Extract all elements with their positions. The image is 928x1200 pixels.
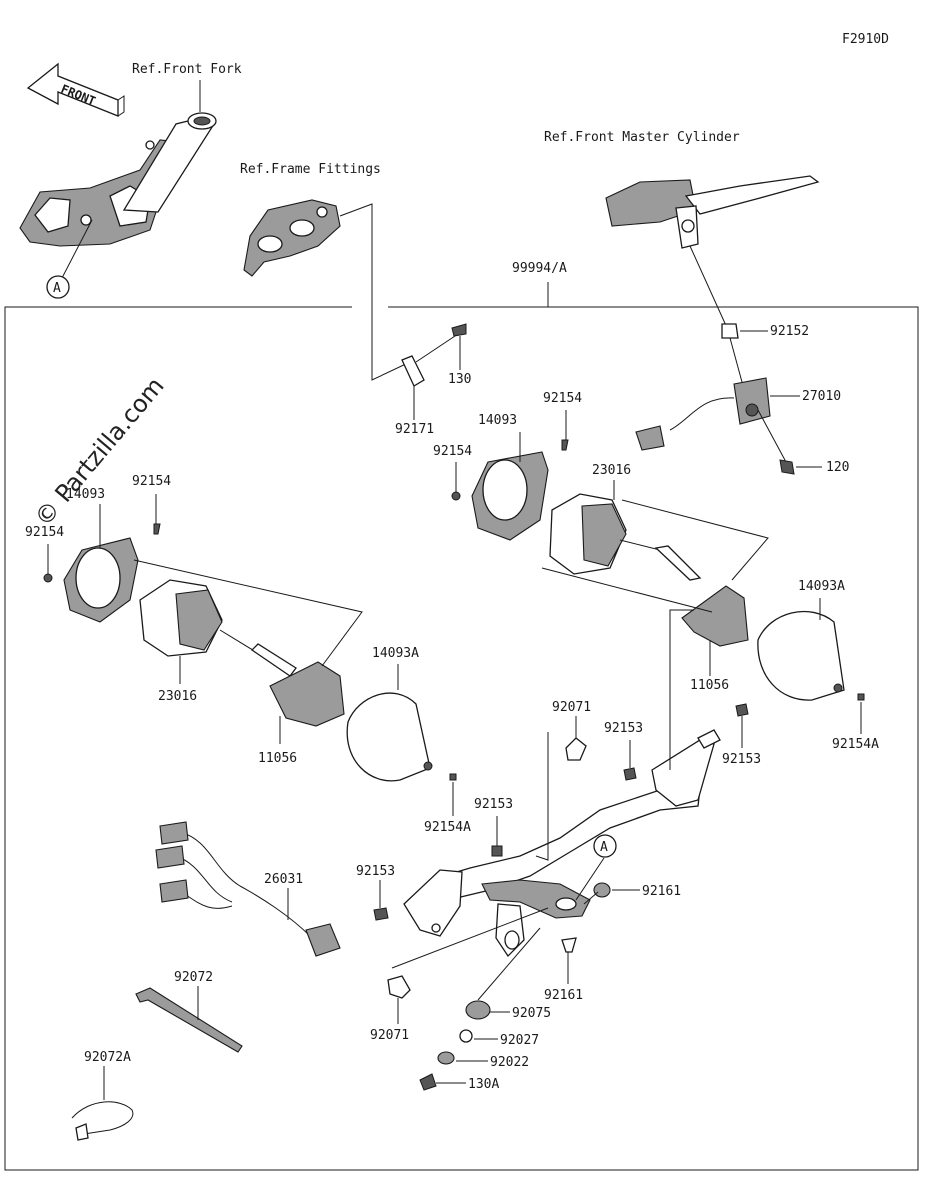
assembly-frame [4,306,919,1171]
label-92153-3: 92153 [474,797,513,812]
label-92071-top: 92071 [552,700,591,715]
screw-92154-left-side [43,573,53,583]
switch-27010 [635,377,771,451]
label-11056-left: 11056 [258,751,297,766]
bolt-92153-2 [735,703,749,717]
label-92154-right-side: 92154 [433,444,472,459]
label-92154-left-top: 92154 [132,474,171,489]
label-92153-1: 92153 [604,721,643,736]
label-92022: 92022 [490,1055,529,1070]
left-turn-signal-drawing [63,537,433,782]
screw-92154-left-top [153,523,161,535]
cable-tie-92072 [135,987,243,1053]
label-120: 120 [826,460,849,475]
label-14093a-left: 14093A [372,646,419,661]
wire-harness-26031 [155,821,341,957]
bolt-130a [419,1073,437,1091]
front-fork-drawing [19,112,217,247]
callout-a-bracket: A [600,840,608,855]
ref-front-fork: Ref.Front Fork [132,62,242,77]
label-92154a-left: 92154A [424,820,471,835]
label-92154a-right: 92154A [832,737,879,752]
screw-92154-right-top [561,439,569,451]
label-92161-1: 92161 [642,884,681,899]
label-14093-right: 14093 [478,413,517,428]
screw-92154a-left [449,773,457,781]
bolt-92153-4 [373,907,389,921]
label-92072: 92072 [174,970,213,985]
mounting-bracket-drawing [403,729,721,958]
label-92171: 92171 [395,422,434,437]
label-92152: 92152 [770,324,809,339]
washer-92022 [437,1051,455,1065]
label-92075: 92075 [512,1006,551,1021]
label-11056-right: 11056 [690,678,729,693]
bolt-92153-3 [491,845,503,857]
screw-92154-right-side [451,491,461,501]
screw-92154a-right [857,693,865,701]
watermark: © Partzilla.com [29,372,169,532]
label-92072a: 92072A [84,1050,131,1065]
label-27010: 27010 [802,389,841,404]
label-92027: 92027 [500,1033,539,1048]
boot-92152 [721,323,739,339]
right-turn-signal-drawing [471,451,845,701]
grommet-92075 [465,1000,491,1020]
label-26031: 26031 [264,872,303,887]
callout-a-fork: A [53,281,61,296]
bracket-92171 [401,355,425,387]
label-92154-left-side: 92154 [25,525,64,540]
grommet-92071-top [565,737,587,761]
grommet-92071-bottom [387,975,411,999]
ref-frame-fittings: Ref.Frame Fittings [240,162,381,177]
label-92153-2: 92153 [722,752,761,767]
label-23016-right: 23016 [592,463,631,478]
label-23016-left: 23016 [158,689,197,704]
cap-92161-1 [593,882,611,898]
front-arrow-icon: FRONT [26,62,125,117]
label-92154-right-top: 92154 [543,391,582,406]
label-99994a: 99994/A [512,261,567,276]
diagram-code: F2910D [842,32,889,47]
callout-a-bracket-circle [593,834,617,858]
bolt-130 [451,323,467,337]
label-14093-left: 14093 [66,487,105,502]
label-14093a-right: 14093A [798,579,845,594]
label-92153-4: 92153 [356,864,395,879]
label-130: 130 [448,372,471,387]
callout-a-circle [46,275,70,299]
bolt-120 [779,459,795,475]
cap-92161-2 [561,937,577,953]
ref-front-master-cylinder: Ref.Front Master Cylinder [544,130,740,145]
label-92161-2: 92161 [544,988,583,1003]
bolt-92153-1 [623,767,637,781]
collar-92027 [459,1029,473,1043]
band-92072a [71,1101,134,1135]
frame-fittings-drawing [243,199,341,277]
label-92071-bottom: 92071 [370,1028,409,1043]
label-130a: 130A [468,1077,499,1092]
master-cylinder-drawing [605,175,820,249]
